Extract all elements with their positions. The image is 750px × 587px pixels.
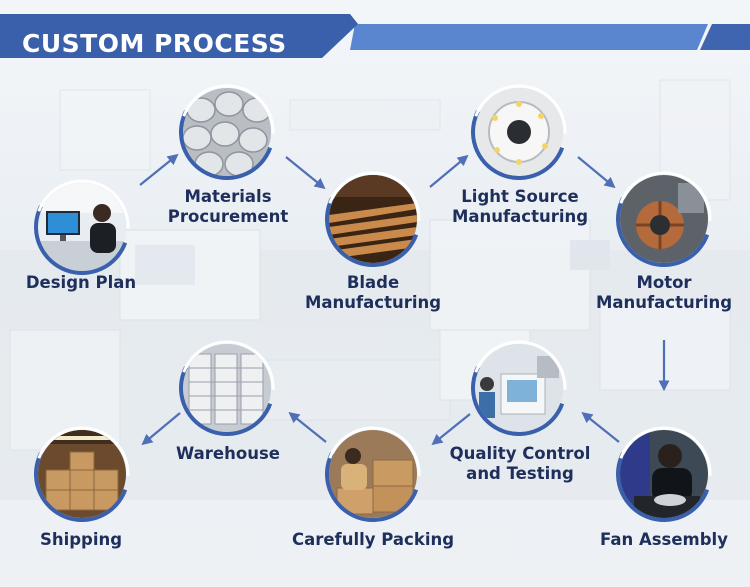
label-fan-assembly: Fan Assembly [600,530,728,549]
step-carefully-packing [324,425,422,523]
arrow-blade-to-light [429,154,469,188]
arrow-assembly-to-quality [581,411,620,443]
arrow-light-to-motor [577,156,616,189]
step-shipping [33,425,131,523]
step-quality-control [470,339,568,437]
arrow-materials-to-blade [285,156,326,190]
step-light-source-manufacturing [470,83,568,181]
label-shipping: Shipping [39,530,123,549]
step-materials-procurement [178,83,276,181]
arrow-quality-to-packing [431,413,471,446]
warehouse-racks-photo [183,344,271,432]
arrow-warehouse-to-shipping [141,412,181,446]
motor-stator-photo [620,175,708,263]
header-banner: CUSTOM PROCESS [0,10,750,58]
arrow-packing-to-warehouse [288,411,327,443]
arrow-design-to-materials [139,153,179,186]
metal-discs-photo [183,88,271,176]
label-carefully-packing: Carefully Packing [291,530,455,549]
shipping-container-photo [38,430,126,518]
step-blade-manufacturing [324,170,422,268]
page-title: CUSTOM PROCESS [22,29,287,58]
wooden-blades-photo [329,175,417,263]
step-motor-manufacturing [615,170,713,268]
designer-at-computer-photo [38,183,126,271]
led-board-photo [475,88,563,176]
step-design-plan [33,178,131,276]
label-design-plan: Design Plan [25,273,137,292]
step-warehouse [178,339,276,437]
label-warehouse: Warehouse [176,444,280,463]
assembly-worker-photo [620,430,708,518]
step-fan-assembly [615,425,713,523]
testing-machine-photo [475,344,563,432]
packing-worker-photo [329,430,417,518]
